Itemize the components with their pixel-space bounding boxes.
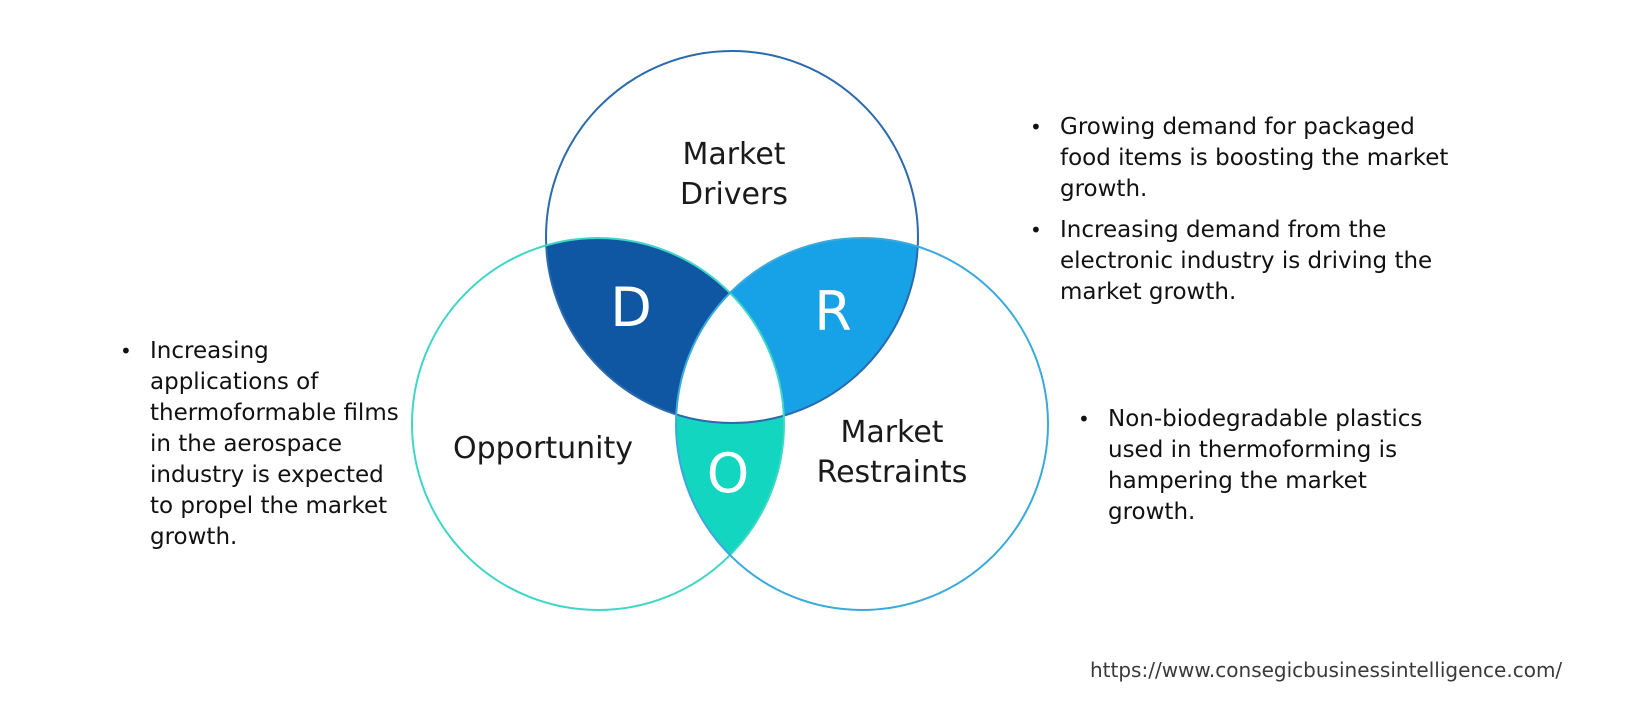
region-d-letter: D [610, 276, 652, 339]
drivers-circle [545, 50, 919, 424]
opportunity-label: Opportunity [453, 431, 633, 466]
drivers-bullet-item: Growing demand for packaged food items i… [1030, 112, 1470, 205]
opportunity-bullet-item: Increasing applications of thermoformabl… [120, 336, 400, 553]
restraints-bullet-item: Non-biodegradable plastics used in therm… [1078, 404, 1458, 528]
region-r-fill [676, 238, 918, 423]
restraints-bullet-list: Non-biodegradable plastics used in therm… [1078, 404, 1458, 538]
region-d-fill [546, 238, 784, 423]
drivers-bullet-list: Growing demand for packaged food items i… [1030, 112, 1470, 318]
drivers-label-line2: Drivers [680, 177, 788, 212]
opportunity-circle [411, 237, 785, 611]
restraints-label-line1: Market [840, 415, 943, 450]
restraints-label-line2: Restraints [817, 455, 968, 490]
restraints-circle [675, 237, 1049, 611]
drivers-label-line1: Market [682, 137, 785, 172]
opportunity-bullet-list: Increasing applications of thermoformabl… [120, 336, 400, 563]
region-o-letter: O [707, 442, 750, 505]
source-url-link[interactable]: https://www.consegicbusinessintelligence… [1090, 658, 1563, 682]
region-r-letter: R [814, 280, 852, 343]
drivers-bullet-item: Increasing demand from the electronic in… [1030, 215, 1470, 308]
